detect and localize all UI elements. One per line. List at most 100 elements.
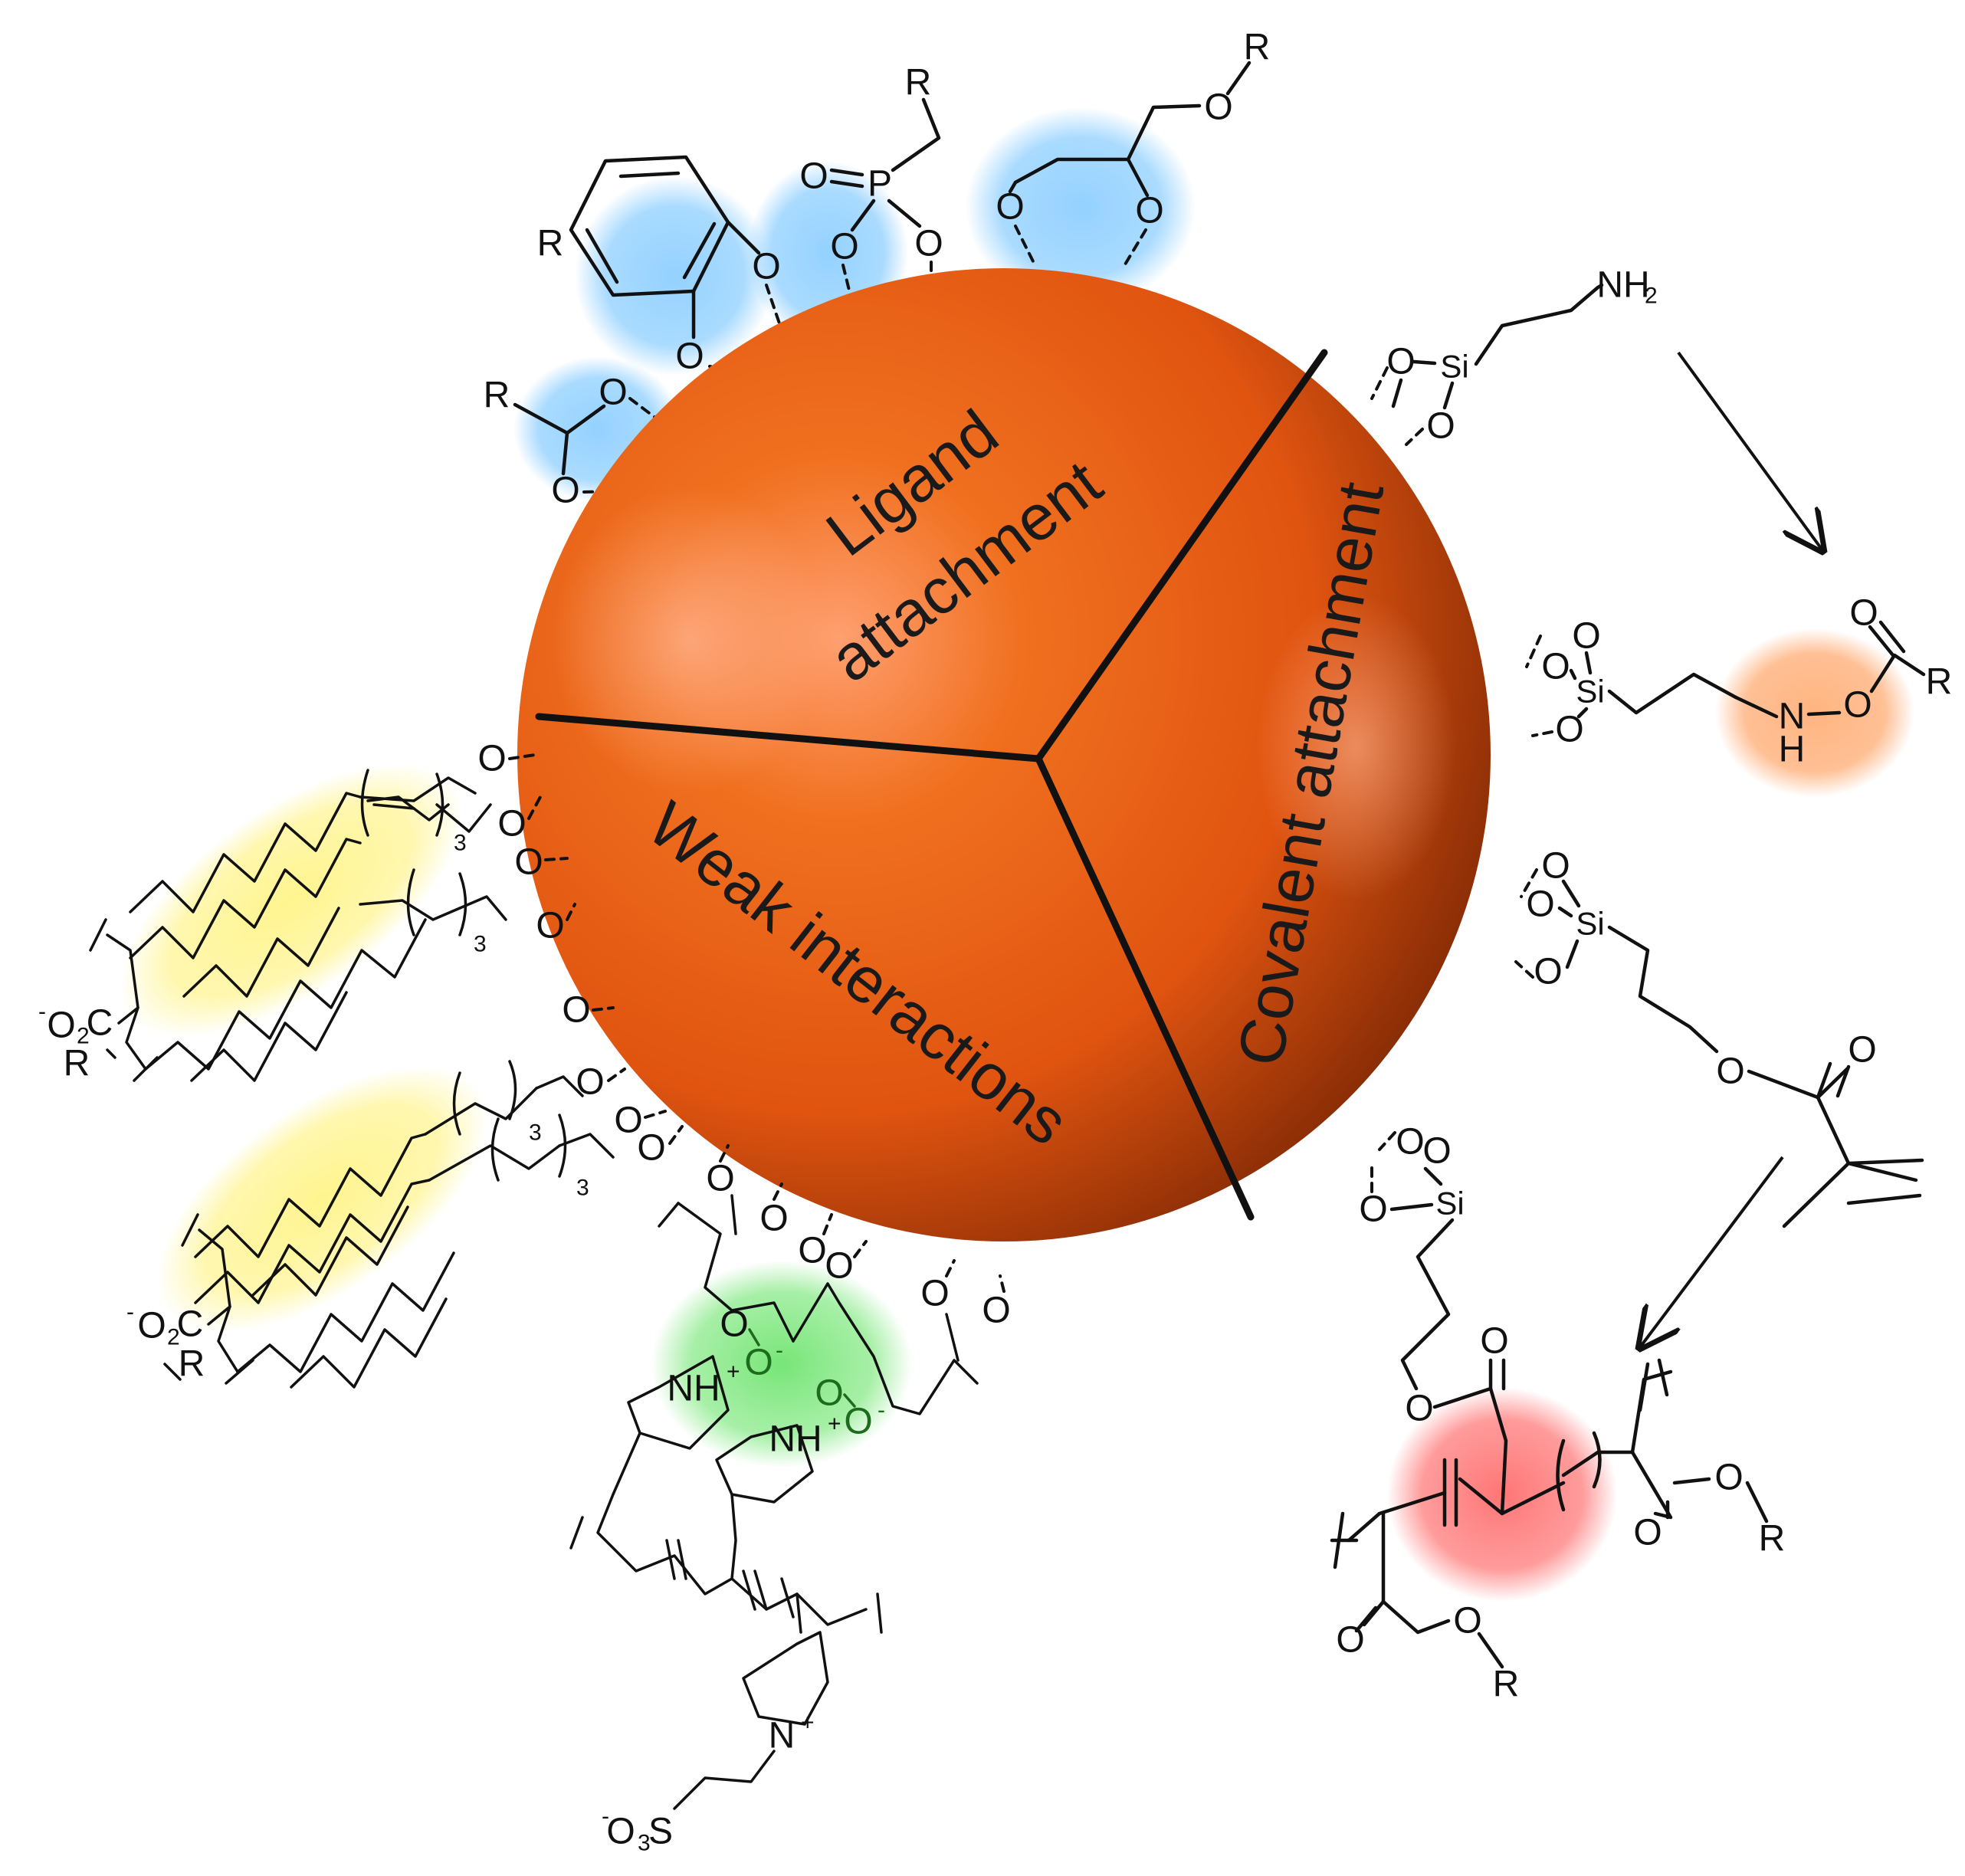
atom-label: O: [536, 906, 564, 946]
atom-label: O: [1534, 952, 1562, 992]
atom-label: C: [177, 1304, 204, 1345]
atom-sub: 2: [77, 1024, 90, 1049]
repeat-count: 3: [454, 831, 467, 856]
polymer-silane: O O Si O O O O O R: [1330, 1122, 1786, 1705]
atom-label: O: [1359, 1189, 1387, 1230]
atom-label: O: [551, 471, 579, 511]
polyacrylate: O O O O O O O O - O O -: [658, 1144, 1011, 1442]
atom-label: NH: [769, 1419, 822, 1460]
atom-label: R: [64, 1044, 90, 1084]
ligand-molecules: R O O R O O R P: [484, 28, 1271, 511]
repeat-count: 3: [474, 932, 487, 957]
atom-label: -: [878, 1398, 885, 1423]
atom-label: NH: [667, 1369, 720, 1409]
atom-label: O: [47, 1005, 75, 1046]
atom-label: +: [801, 1710, 815, 1736]
atom-label: Si: [1576, 674, 1604, 710]
weak-interaction-molecules: 3 O O 3 O O - O 2 C R: [38, 739, 1011, 1856]
atom-label: R: [1493, 1664, 1520, 1705]
atom-label: O: [798, 1231, 826, 1271]
atom-sub: 2: [1645, 284, 1658, 309]
methacrylate-silane: O O Si O O O: [1514, 846, 1924, 1228]
atom-label: R: [537, 224, 564, 264]
atom-label: O: [477, 739, 506, 779]
atom-label: -: [38, 999, 46, 1025]
atom-label: O: [1405, 1389, 1433, 1429]
covalent-molecules: O Si O NH 2 O O Si O N H: [1330, 265, 1953, 1705]
atom-label: R: [1244, 28, 1271, 68]
atom-label: O: [497, 804, 526, 845]
atom-label: O: [1204, 87, 1232, 128]
atom-label: O: [825, 1246, 853, 1287]
atom-label: O: [1848, 1030, 1876, 1071]
atom-label: R: [1926, 662, 1953, 703]
atom-label: O: [1541, 647, 1570, 687]
atom-label: O: [1541, 846, 1570, 887]
atom-label: Si: [1576, 906, 1604, 942]
repeat-count: 3: [576, 1176, 589, 1201]
atom-label: O: [720, 1304, 748, 1345]
atom-label: O: [1633, 1513, 1662, 1553]
atom-label: H: [1779, 730, 1806, 770]
atom-label: O: [996, 187, 1024, 228]
atom-label: O: [759, 1199, 788, 1239]
atom-label: S: [648, 1812, 673, 1852]
atom-label: R: [179, 1344, 205, 1385]
atom-label: O: [914, 224, 943, 264]
atom-label: P: [868, 164, 892, 205]
reaction-arrow: [1677, 351, 1822, 550]
atom-label: O: [982, 1291, 1010, 1331]
alkyl-chains: [144, 907, 427, 1082]
atom-label: O: [1386, 342, 1415, 382]
atom-label: O: [1453, 1601, 1481, 1642]
pyridinium-polymer: NH + NH + N + - O 3 S: [569, 1355, 883, 1856]
atom-label: O: [1426, 406, 1455, 447]
atom-label: O: [1336, 1620, 1364, 1661]
repeat-count: 3: [529, 1120, 542, 1146]
atom-label: O: [752, 247, 780, 287]
atom-label: O: [1480, 1321, 1508, 1362]
atom-label: O: [614, 1100, 642, 1141]
atom-label: R: [905, 63, 932, 103]
atom-label: O: [675, 336, 704, 377]
atom-label: O: [576, 1062, 604, 1103]
reaction-arrow: [1640, 1156, 1784, 1347]
atom-label: O: [1135, 191, 1163, 231]
atom-label: R: [484, 376, 510, 416]
atom-label: -: [602, 1804, 609, 1829]
oleate-chain: 3 O O: [129, 739, 542, 913]
oleate-chain: 3 O O: [129, 838, 576, 959]
atom-label: O: [606, 1812, 635, 1852]
atom-label: O: [830, 227, 858, 267]
atom-label: O: [637, 1128, 665, 1169]
atom-label: C: [87, 1003, 113, 1044]
atom-sub: 2: [167, 1325, 180, 1350]
carboxylate-polymer: - O 2 C R: [38, 918, 159, 1084]
atom-label: O: [744, 1343, 773, 1383]
oleate-chain: 3 O O: [194, 990, 626, 1258]
oleate-chain: 3 O O: [194, 1100, 684, 1304]
aminosilane: O Si O NH 2: [1370, 265, 1658, 447]
ligand-highlight: [966, 107, 1196, 307]
atom-label: O: [706, 1159, 734, 1199]
atom-label: O: [137, 1306, 166, 1346]
atom-label: -: [126, 1300, 134, 1325]
atom-label: +: [828, 1412, 841, 1437]
atom-label: O: [844, 1402, 872, 1442]
atom-label: O: [1843, 685, 1872, 726]
atom-label: +: [727, 1359, 740, 1385]
alkyl-highlight: [120, 763, 463, 1038]
amide-silane: O O Si O N H O O R: [1525, 593, 1953, 770]
atom-label: O: [1572, 616, 1600, 657]
atom-label: O: [599, 372, 627, 413]
atom-label: N: [1779, 697, 1806, 737]
atom-sub: 3: [638, 1831, 651, 1856]
atom-label: R: [1759, 1519, 1786, 1560]
atom-label: Si: [1435, 1186, 1464, 1222]
atom-label: O: [562, 990, 590, 1031]
atom-label: Si: [1440, 349, 1468, 385]
phosphonate-ligand: R P O O O: [799, 63, 943, 304]
catechol-ligand: R O O: [537, 155, 782, 377]
atom-label: O: [1849, 593, 1878, 634]
atom-label: O: [799, 156, 828, 197]
